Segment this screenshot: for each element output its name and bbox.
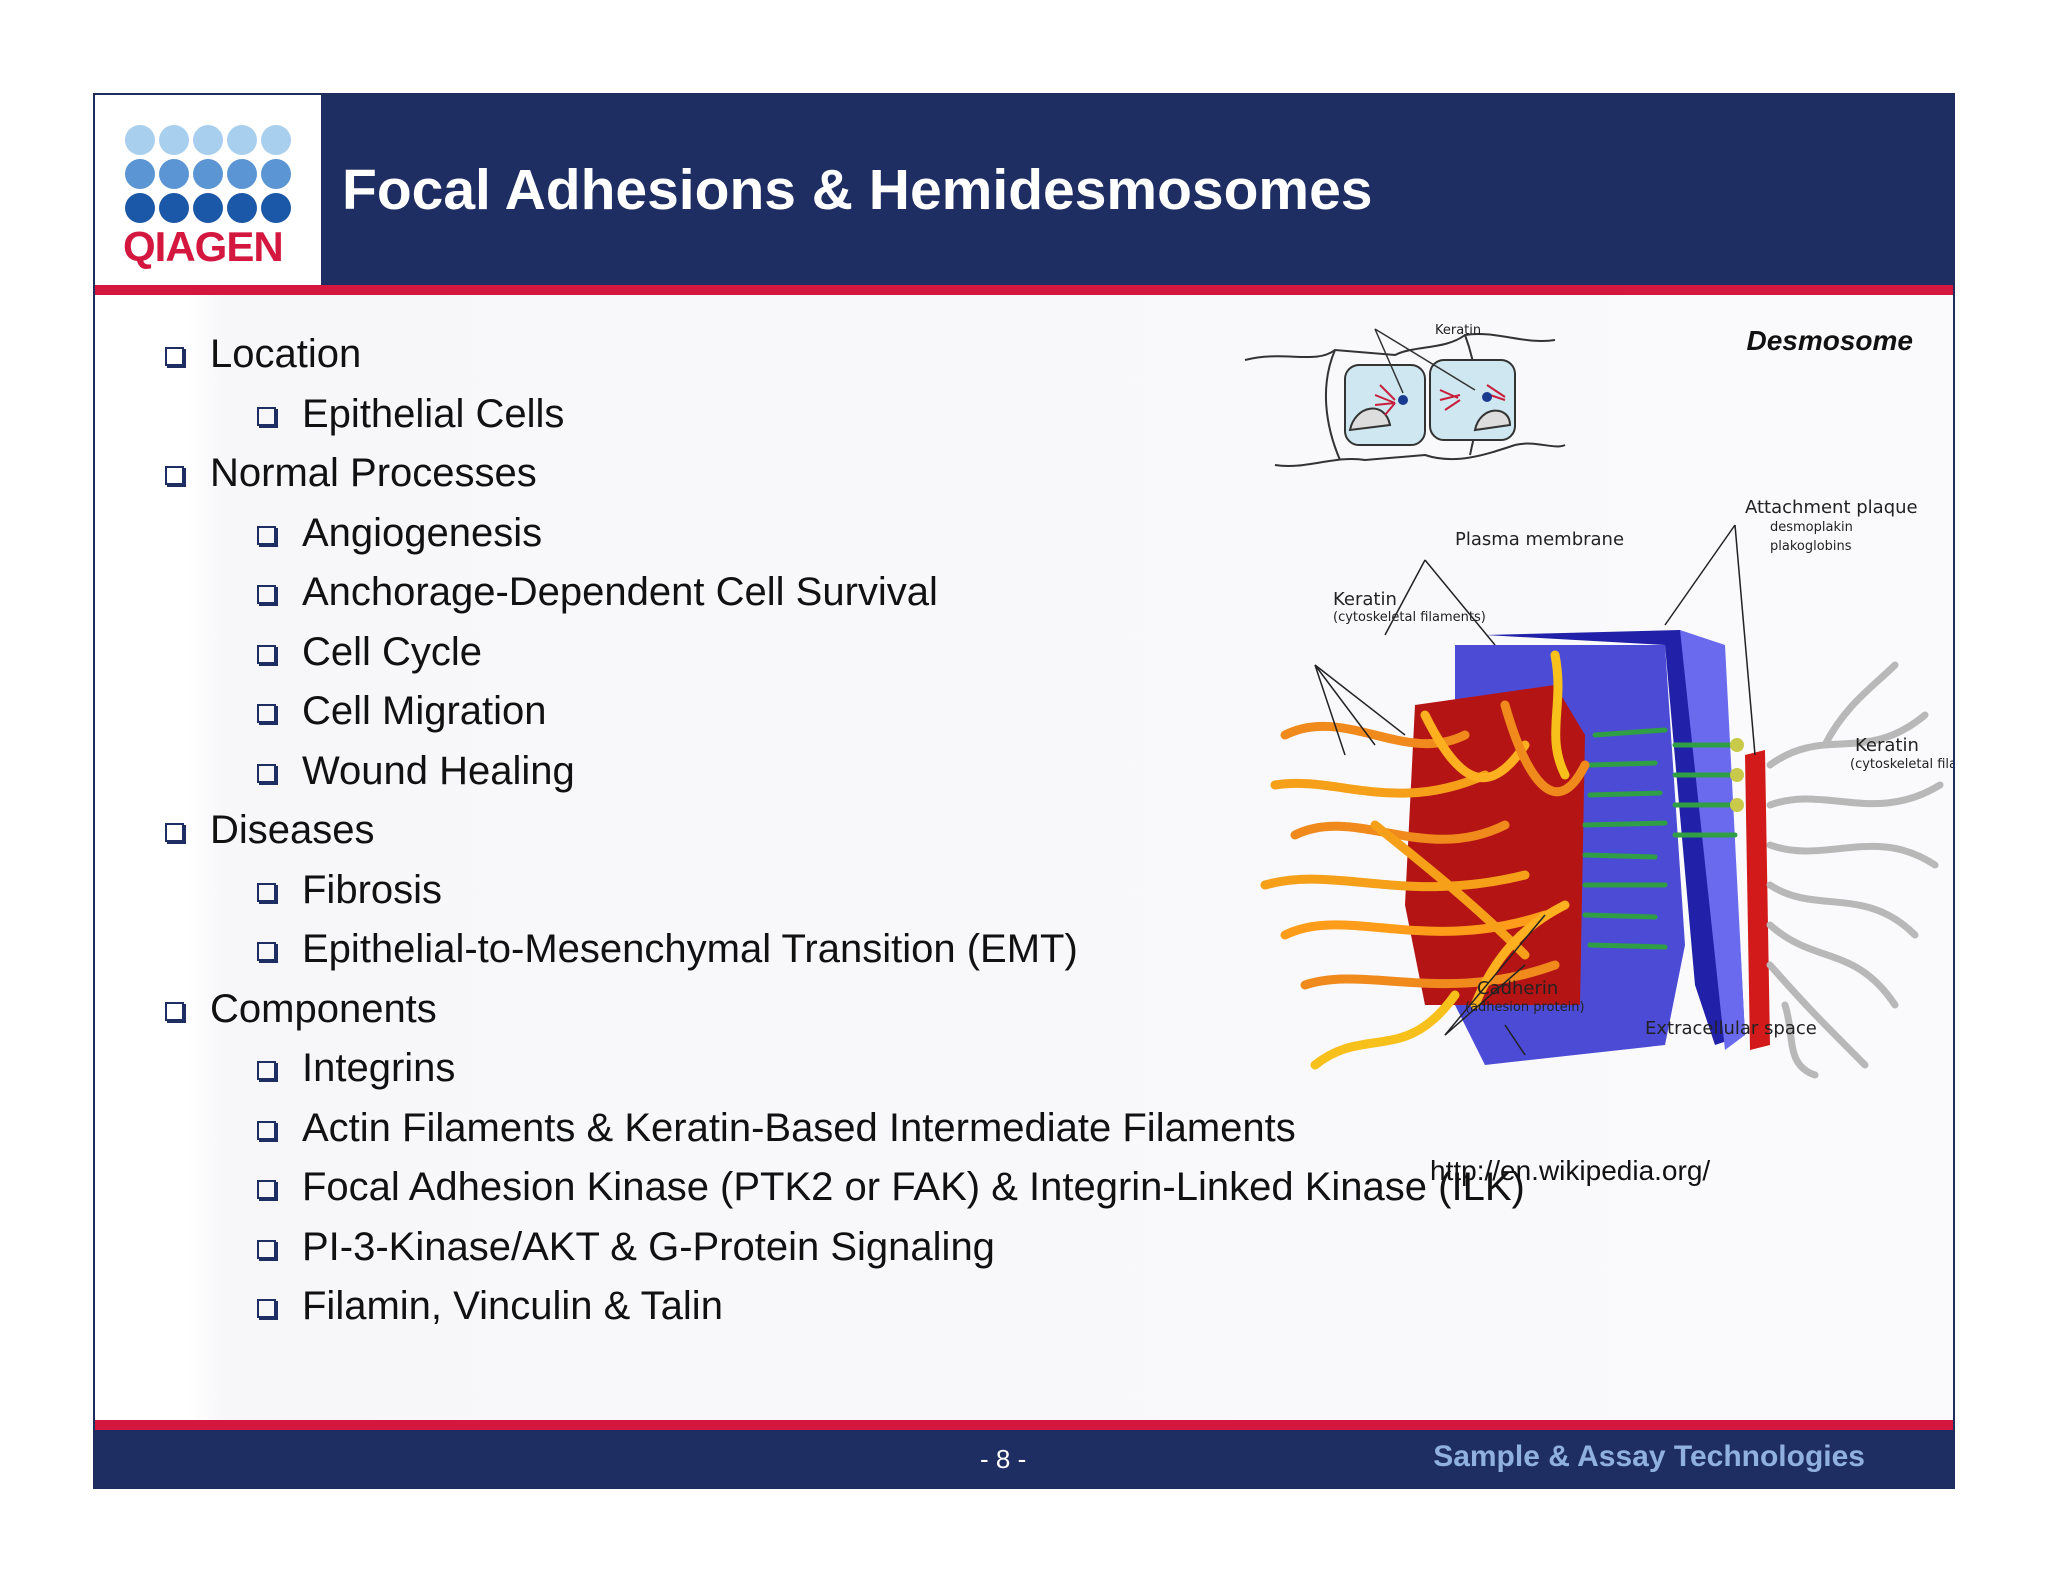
source-url: http://en.wikipedia.org/ bbox=[1430, 1155, 1711, 1186]
checkbox-bullet-icon bbox=[257, 1239, 276, 1259]
bullet-text: Wound Healing bbox=[302, 748, 575, 793]
bullet-text: Cell Cycle bbox=[302, 629, 483, 674]
bullet-text: Epithelial-to-Mesenchymal Transition (EM… bbox=[302, 927, 1078, 972]
cadherin-rods bbox=[1582, 727, 1738, 950]
bullet-text: Cell Migration bbox=[302, 689, 547, 734]
checkbox-bullet-icon bbox=[257, 882, 276, 902]
bullet-text: Integrins bbox=[302, 1046, 456, 1091]
bullet-text: Diseases bbox=[210, 808, 375, 853]
right-plaque bbox=[1745, 750, 1770, 1050]
keratin-label-right-sub: (cytoskeletal filaments) bbox=[1850, 757, 1953, 772]
cadherin-sub-label: (adhesion protein) bbox=[1465, 1000, 1585, 1015]
footer-tagline: Sample & Assay Technologies bbox=[1433, 1440, 1865, 1473]
bullet-item: Epithelial Cells bbox=[165, 385, 1665, 445]
desmosome-diagram bbox=[1244, 328, 1944, 1079]
checkbox-bullet-icon bbox=[257, 525, 276, 545]
desmosome-figure: Keratin Attachment plaque desmoplakin pl… bbox=[1225, 305, 1953, 1090]
bullet-text: Fibrosis bbox=[302, 867, 443, 912]
bullet-item: Actin Filaments & Keratin-Based Intermed… bbox=[165, 1099, 1665, 1159]
bullet-item: Cell Migration bbox=[165, 682, 1665, 742]
slide-title: Focal Adhesions & Hemidesmosomes bbox=[342, 158, 1373, 222]
bullet-item: Components bbox=[165, 980, 1665, 1040]
bullet-item: Fibrosis bbox=[165, 861, 1665, 921]
bullet-item: Epithelial-to-Mesenchymal Transition (EM… bbox=[165, 920, 1665, 980]
attachment-plaque-label: Attachment plaque bbox=[1745, 497, 1918, 518]
bullet-text: Epithelial Cells bbox=[302, 391, 565, 436]
cadherin-heads bbox=[1730, 738, 1744, 812]
bullet-text: Normal Processes bbox=[210, 451, 537, 496]
plakoglobins-label: plakoglobins bbox=[1770, 539, 1852, 554]
cadherin-label: Cadherin bbox=[1477, 978, 1559, 999]
bullet-item: Cell Cycle bbox=[165, 623, 1665, 683]
keratin-filaments-right bbox=[1766, 661, 1944, 1079]
bullet-item: Integrins bbox=[165, 1039, 1665, 1099]
keratin-filaments-left bbox=[1260, 650, 1590, 1070]
bullet-text: PI-3-Kinase/AKT & G-Protein Signaling bbox=[302, 1224, 995, 1269]
checkbox-bullet-icon bbox=[257, 585, 276, 605]
bullet-text: Location bbox=[210, 332, 362, 377]
footer-divider bbox=[95, 1420, 1953, 1430]
checkbox-bullet-icon bbox=[165, 466, 184, 486]
bullet-text: Angiogenesis bbox=[302, 510, 543, 555]
desmoplakin-label: desmoplakin bbox=[1770, 520, 1853, 535]
keratin-label-right: Keratin bbox=[1855, 735, 1919, 756]
checkbox-bullet-icon bbox=[257, 1299, 276, 1319]
slide-footer: - 8 - Sample & Assay Technologies bbox=[95, 1430, 1953, 1487]
qiagen-logo: QIAGEN bbox=[95, 95, 321, 285]
extracellular-space-label: Extracellular space bbox=[1645, 1018, 1817, 1039]
bullet-text: Anchorage-Dependent Cell Survival bbox=[302, 570, 938, 615]
bullet-item: PI-3-Kinase/AKT & G-Protein Signaling bbox=[165, 1218, 1665, 1278]
checkbox-bullet-icon bbox=[165, 1001, 184, 1021]
checkbox-bullet-icon bbox=[257, 763, 276, 783]
checkbox-bullet-icon bbox=[165, 347, 184, 367]
checkbox-bullet-icon bbox=[257, 942, 276, 962]
bullet-text: Components bbox=[210, 986, 437, 1031]
checkbox-bullet-icon bbox=[257, 644, 276, 664]
logo-wordmark: QIAGEN bbox=[123, 223, 284, 270]
bullet-item: Diseases bbox=[165, 801, 1665, 861]
bullet-item: Location bbox=[165, 325, 1665, 385]
checkbox-bullet-icon bbox=[257, 704, 276, 724]
plasma-membrane-label: Plasma membrane bbox=[1455, 529, 1625, 550]
bullet-item: Filamin, Vinculin & Talin bbox=[165, 1277, 1665, 1337]
figure-title: Desmosome bbox=[1746, 325, 1913, 356]
checkbox-bullet-icon bbox=[257, 1120, 276, 1140]
leader-lines bbox=[1314, 524, 1756, 1056]
bullet-item: Angiogenesis bbox=[165, 504, 1665, 564]
bullet-item: Focal Adhesion Kinase (PTK2 or FAK) & In… bbox=[165, 1158, 1665, 1218]
checkbox-bullet-icon bbox=[257, 1180, 276, 1200]
page-number: - 8 - bbox=[980, 1444, 1027, 1474]
bullet-item: Anchorage-Dependent Cell Survival bbox=[165, 563, 1665, 623]
bullet-item: Wound Healing bbox=[165, 742, 1665, 802]
header-divider bbox=[95, 285, 1953, 295]
keratin-label-top: Keratin bbox=[1435, 323, 1482, 338]
checkbox-bullet-icon bbox=[165, 823, 184, 843]
checkbox-bullet-icon bbox=[257, 406, 276, 426]
keratin-label-left: Keratin bbox=[1333, 589, 1397, 610]
bullet-text: Filamin, Vinculin & Talin bbox=[302, 1284, 723, 1329]
slide: QIAGEN Focal Adhesions & Hemidesmosomes … bbox=[93, 93, 1955, 1489]
checkbox-bullet-icon bbox=[257, 1061, 276, 1081]
bullet-item: Normal Processes bbox=[165, 444, 1665, 504]
keratin-label-left-sub: (cytoskeletal filaments) bbox=[1333, 610, 1486, 625]
bullet-text: Actin Filaments & Keratin-Based Intermed… bbox=[302, 1105, 1296, 1150]
cell-sketch-filaments bbox=[1374, 384, 1506, 416]
logo-dots-icon bbox=[125, 125, 291, 227]
slide-header: QIAGEN Focal Adhesions & Hemidesmosomes bbox=[95, 95, 1953, 285]
bullet-text: Focal Adhesion Kinase (PTK2 or FAK) & In… bbox=[302, 1165, 1525, 1210]
